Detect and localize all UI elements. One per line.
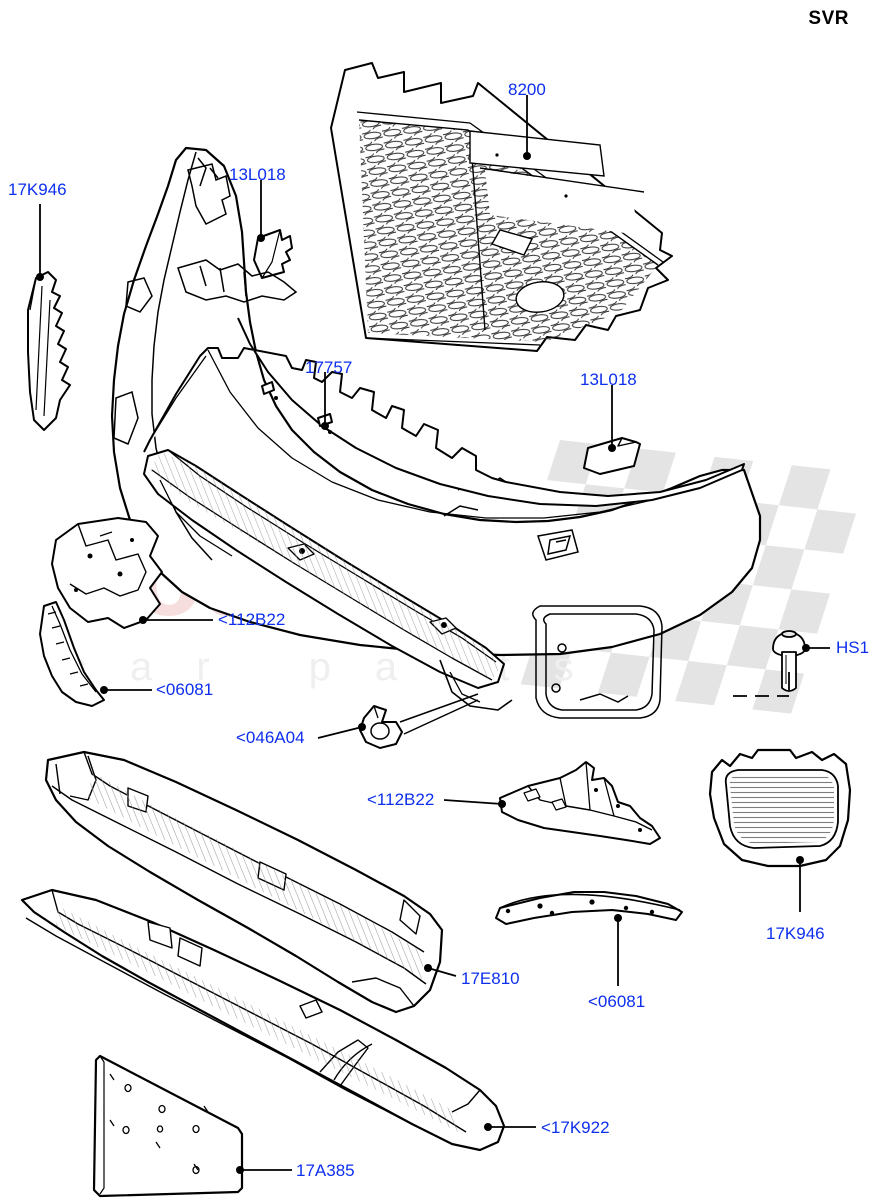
label-17K946-left: 17K946: [8, 180, 67, 199]
label-17A385: 17A385: [296, 1161, 355, 1180]
part-seal-06081-lower: [495, 891, 683, 925]
label-13L018-right: 13L018: [580, 370, 637, 389]
part-tow-cover-plate: [583, 437, 641, 475]
label-112B22-left: <112B22: [218, 610, 286, 629]
leader-lines: [39, 95, 830, 1171]
label-06081-lower: <06081: [588, 992, 646, 1011]
part-licence-plate-bracket-17A385: [92, 1054, 244, 1198]
part-tow-cover-clip: [253, 229, 293, 279]
part-bracket-112B22-left: [51, 517, 163, 629]
sensor-retainer-leader: [399, 693, 479, 735]
part-seal-06081-left: [39, 601, 105, 707]
label-17E810: 17E810: [461, 969, 520, 988]
part-upper-reinforcement-17757: [143, 317, 745, 519]
part-air-vent-left: [27, 271, 71, 431]
leader-dots: [36, 152, 810, 1174]
label-17K946-right: 17K946: [766, 924, 825, 943]
label-17757: 17757: [305, 358, 353, 377]
label-HS1: HS1: [836, 638, 870, 657]
part-sensor-retainer-046A04: [359, 705, 403, 749]
part-fixing-bolt-HS1: [772, 630, 806, 692]
air-vent-right-mesh: [729, 774, 834, 844]
label-112B22-centre: <112B22: [367, 790, 435, 809]
radiator-grille-mesh: [358, 119, 659, 342]
page-title: SVR: [808, 8, 849, 29]
label-06081-left: <06081: [156, 680, 214, 699]
label-8200: 8200: [508, 80, 546, 99]
label-046A04: <046A04: [236, 728, 305, 747]
label-17K922: <17K922: [541, 1118, 610, 1137]
part-bracket-112B22-centre: [499, 761, 661, 845]
label-13L018-top: 13L018: [229, 165, 286, 184]
